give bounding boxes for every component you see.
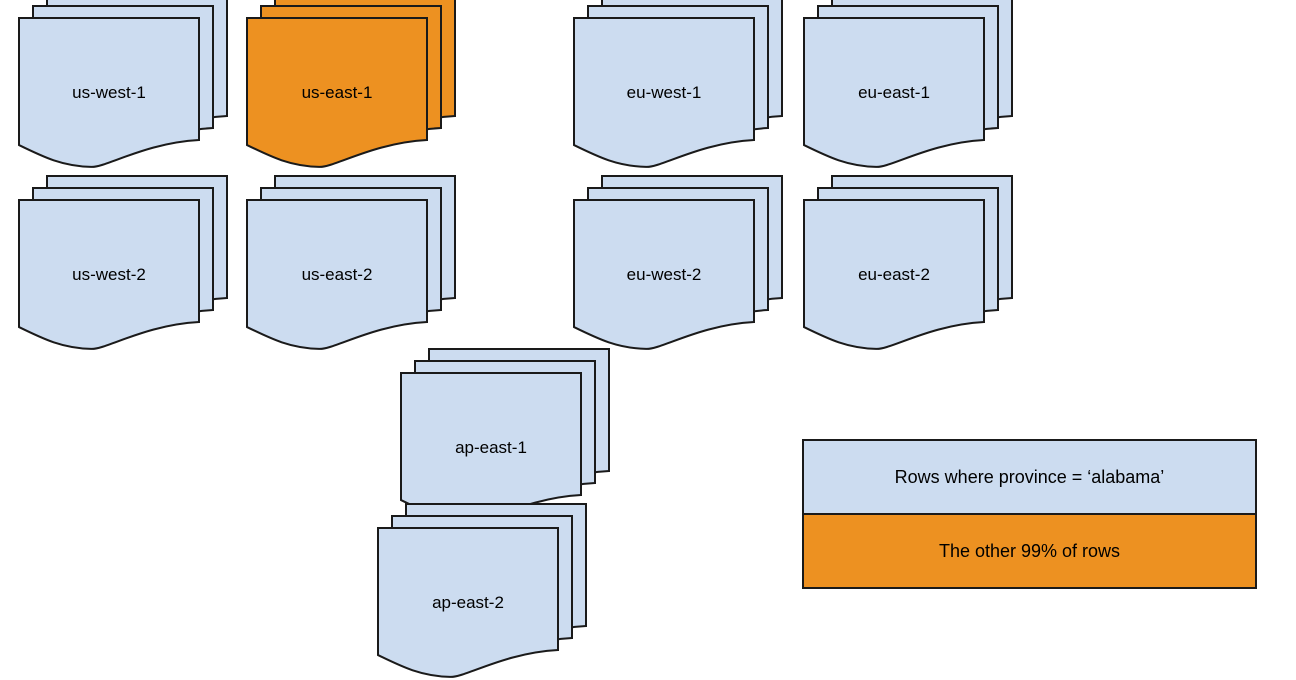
stack-label-eu-east-1: eu-east-1	[858, 83, 930, 102]
document-sheet-front-eu-west-1	[573, 17, 755, 168]
stack-label-eu-west-2: eu-west-2	[627, 265, 702, 284]
legend-label-2: The other 99% of rows	[939, 541, 1120, 561]
document-sheet-front-ap-east-2	[377, 527, 559, 678]
document-sheet-front-us-east-1	[246, 17, 428, 168]
stack-label-us-west-1: us-west-1	[72, 83, 146, 102]
stacks-layer: us-west-1 us-east-1 eu-west-1 eu-east-1 us-w…	[18, 0, 1013, 678]
legend-swatch-1	[802, 439, 1257, 515]
legend-label-1: Rows where province = ‘alabama’	[895, 467, 1165, 487]
document-sheet-front-us-east-2	[246, 199, 428, 350]
document-stack-us-east-1[interactable]: us-east-1	[246, 0, 456, 168]
document-stack-eu-west-2[interactable]: eu-west-2	[573, 175, 783, 350]
document-stack-us-west-2[interactable]: us-west-2	[18, 175, 228, 350]
stack-label-us-east-1: us-east-1	[302, 83, 373, 102]
document-stack-us-west-1[interactable]: us-west-1	[18, 0, 228, 168]
document-stack-us-east-2[interactable]: us-east-2	[246, 175, 456, 350]
stack-label-eu-west-1: eu-west-1	[627, 83, 702, 102]
document-sheet-front-us-west-1	[18, 17, 200, 168]
legend-row-other: The other 99% of rows	[802, 513, 1257, 589]
stack-label-us-east-2: us-east-2	[302, 265, 373, 284]
legend: Rows where province = ‘alabama’ The other…	[802, 439, 1257, 589]
document-sheet-front-eu-west-2	[573, 199, 755, 350]
stack-label-ap-east-1: ap-east-1	[455, 438, 527, 457]
stack-label-eu-east-2: eu-east-2	[858, 265, 930, 284]
document-stack-ap-east-1[interactable]: ap-east-1	[400, 348, 610, 523]
legend-row-alabama: Rows where province = ‘alabama’	[802, 439, 1257, 515]
document-stack-eu-east-1[interactable]: eu-east-1	[803, 0, 1013, 168]
document-sheet-front-eu-east-2	[803, 199, 985, 350]
document-stack-eu-east-2[interactable]: eu-east-2	[803, 175, 1013, 350]
stack-label-ap-east-2: ap-east-2	[432, 593, 504, 612]
stack-label-us-west-2: us-west-2	[72, 265, 146, 284]
document-sheet-front-eu-east-1	[803, 17, 985, 168]
document-stack-ap-east-2[interactable]: ap-east-2	[377, 503, 587, 678]
legend-swatch-2	[802, 513, 1257, 589]
document-sheet-front-us-west-2	[18, 199, 200, 350]
document-stack-eu-west-1[interactable]: eu-west-1	[573, 0, 783, 168]
